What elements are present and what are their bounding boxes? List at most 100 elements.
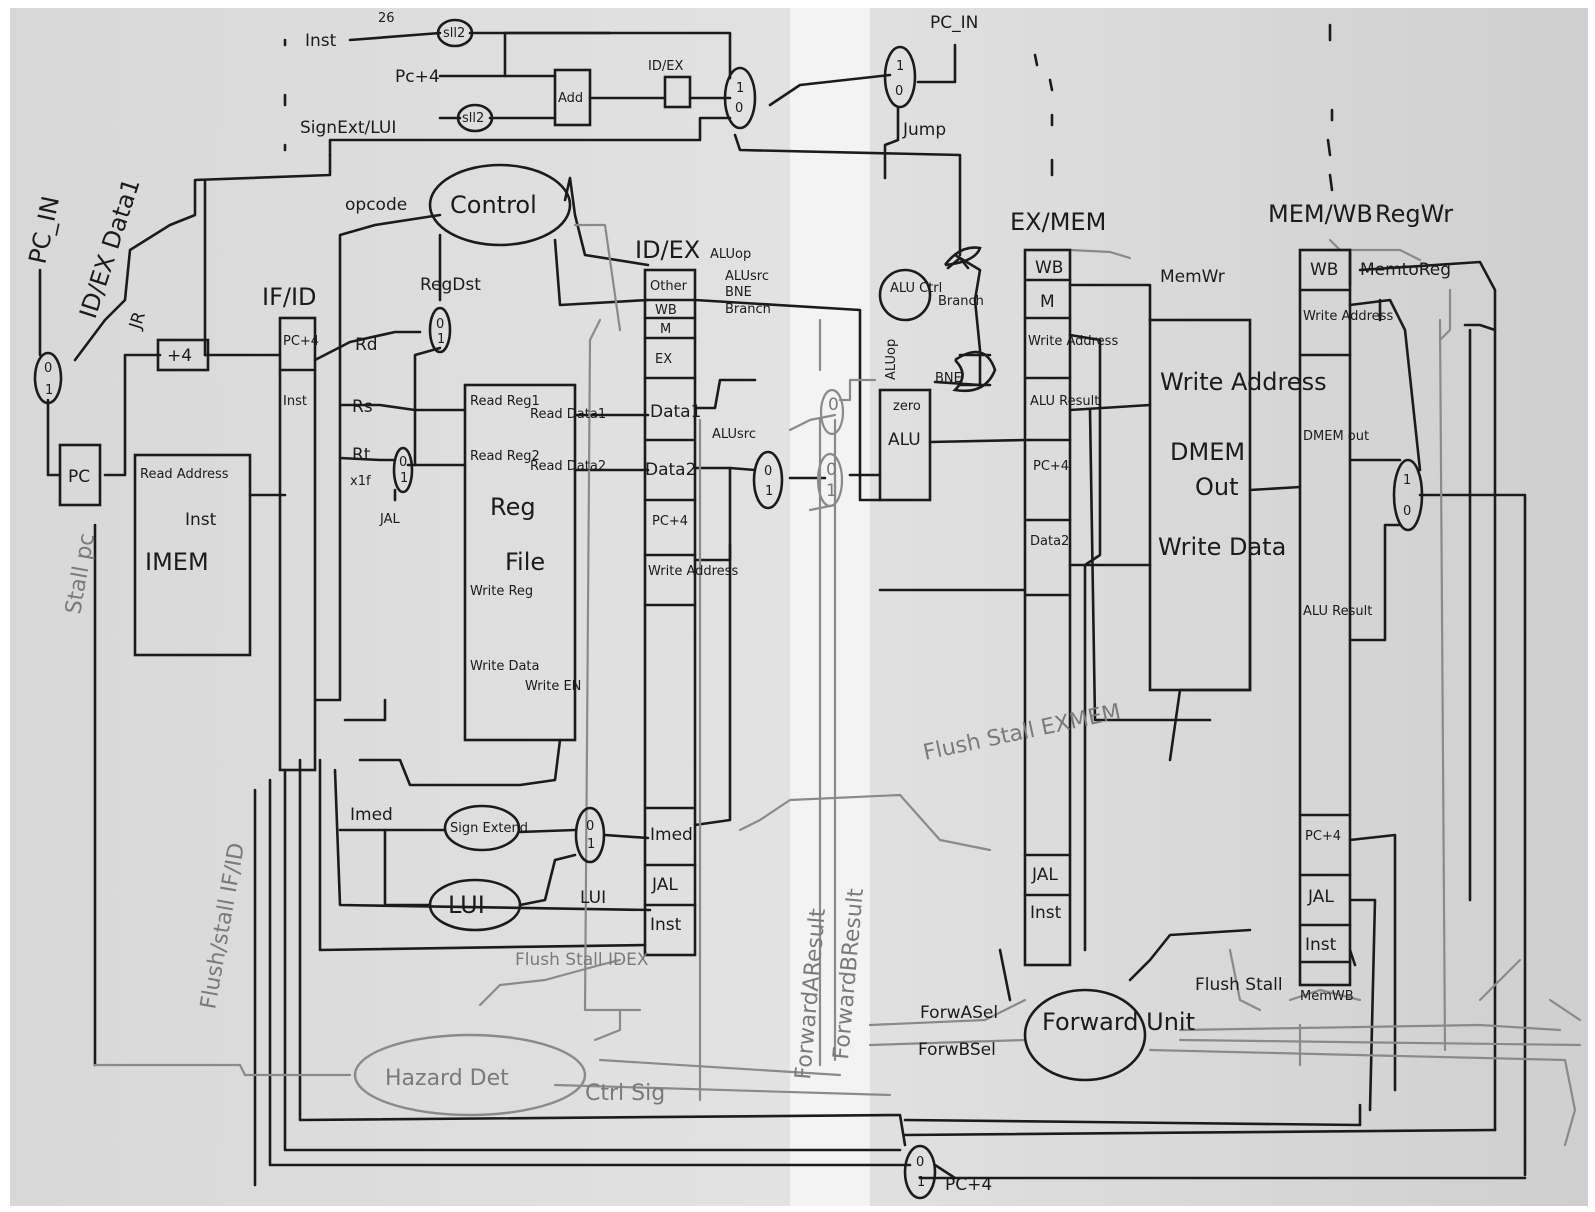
mux-jal-1: 1 <box>400 471 408 486</box>
label-dmem-out: Out <box>1195 473 1239 501</box>
label-pc-in-top: PC_IN <box>930 13 978 33</box>
label-bits-26: 26 <box>378 11 395 26</box>
label-ex-mem-data2: Data2 <box>1030 534 1069 549</box>
label-hazard-det: Hazard Det <box>385 1066 509 1091</box>
label-id-ex-wb: WB <box>655 303 677 318</box>
mux-jump-0: 0 <box>895 84 903 99</box>
label-mem-wb: MEM/WB <box>1268 200 1373 228</box>
label-id-ex-inst: Inst <box>650 915 682 935</box>
label-read-data1: Read Data1 <box>530 407 606 422</box>
mux-jal-0: 0 <box>399 455 407 470</box>
label-alusrc: ALUsrc <box>725 269 769 284</box>
mux-wb-0: 0 <box>1403 504 1411 519</box>
label-write-reg: Write Reg <box>470 584 533 599</box>
label-pc: PC <box>68 467 90 487</box>
label-if-id: IF/ID <box>262 283 317 311</box>
label-ex-mem: EX/MEM <box>1010 208 1106 236</box>
label-reg: Reg <box>490 493 536 521</box>
label-forward-unit: Forward Unit <box>1042 1008 1195 1036</box>
label-ctrl-sig: Ctrl Sig <box>585 1081 665 1106</box>
label-sign-extend: Sign Extend <box>450 821 528 836</box>
label-add: Add <box>558 91 583 106</box>
label-ex-mem-inst: Inst <box>1030 903 1062 923</box>
label-flush-stall-memwb: Flush Stall <box>1195 975 1283 995</box>
mux-fwd-a-0: 0 <box>828 395 839 415</box>
label-if-id-inst: Inst <box>283 394 307 409</box>
label-ex-mem-write-address: Write Address <box>1028 334 1118 349</box>
label-id-ex-imed: Imed <box>650 825 693 845</box>
label-ex-mem-wb: WB <box>1035 258 1063 278</box>
label-aluop: ALUop <box>710 247 751 262</box>
label-id-ex: ID/EX <box>635 236 700 264</box>
label-file: File <box>505 548 545 576</box>
label-dmem: DMEM <box>1170 438 1245 466</box>
mux-jump-1: 1 <box>896 59 904 74</box>
label-alusrc-mux: ALUsrc <box>712 427 756 442</box>
label-regdst: RegDst <box>420 275 481 295</box>
label-mem-wb-jal: JAL <box>1307 887 1334 907</box>
mux-wb-1: 1 <box>1403 473 1411 488</box>
label-sll2-b: sll2 <box>462 111 484 126</box>
label-ex-mem-m: M <box>1040 292 1055 312</box>
label-alu: ALU <box>888 430 921 450</box>
label-branch-gate: Branch <box>938 294 984 309</box>
label-inst-top: Inst <box>305 31 337 51</box>
label-alu-ctrl: ALU Ctrl <box>890 281 942 296</box>
label-jal-mux: JAL <box>379 512 400 527</box>
label-sll2-a: sll2 <box>443 26 465 41</box>
mux-alusrc-0: 0 <box>764 464 772 479</box>
label-id-ex-write-address: Write Address <box>648 564 738 579</box>
label-read-data2: Read Data2 <box>530 459 606 474</box>
label-regwr: RegWr <box>1375 200 1453 228</box>
label-mem-wb-dmem-out: DMEM out <box>1303 429 1369 444</box>
label-mem-wb-pc4: PC+4 <box>1305 829 1341 844</box>
label-rs: Rs <box>352 397 373 417</box>
label-id-ex-other: Other <box>650 279 688 294</box>
label-id-ex-top: ID/EX <box>648 59 683 74</box>
label-forward-b-sel: ForwBSel <box>918 1040 996 1060</box>
label-rt: Rt <box>352 445 371 465</box>
label-jump: Jump <box>902 120 946 140</box>
label-pc4-top: Pc+4 <box>395 67 440 87</box>
label-zero: zero <box>893 399 921 414</box>
label-mem-wb-wb: WB <box>1310 260 1338 280</box>
mux-alusrc-1: 1 <box>765 484 773 499</box>
label-imem-read-address: Read Address <box>140 467 229 482</box>
label-ex-mem-pc4: PC+4 <box>1033 459 1069 474</box>
label-dmem-write-data: Write Data <box>1158 533 1286 561</box>
label-mem-wb-write-address: Write Address <box>1303 309 1393 324</box>
label-id-ex-ex: EX <box>655 352 672 367</box>
label-id-ex-m: M <box>660 322 671 337</box>
label-ex-mem-alu-result: ALU Result <box>1030 394 1099 409</box>
label-bne-idex: BNE <box>725 285 752 300</box>
mux-lui-0: 0 <box>586 819 594 834</box>
mux-bottom-1: 1 <box>917 1175 925 1190</box>
mux-pc-1: 1 <box>45 383 53 398</box>
mux-bottom-0: 0 <box>916 1155 924 1170</box>
mux-pc-0: 0 <box>44 361 52 376</box>
label-ex-mem-jal: JAL <box>1031 865 1058 885</box>
label-plus4: +4 <box>167 346 192 366</box>
label-id-ex-data2: Data2 <box>645 460 696 480</box>
mux-top-1: 1 <box>736 81 744 96</box>
mux-fwd-b-1: 1 <box>826 481 837 501</box>
label-id-ex-jal: JAL <box>651 875 678 895</box>
label-pc4-bottom: PC+4 <box>945 1175 992 1195</box>
label-lui-mux: LUI <box>580 888 606 908</box>
label-write-data: Write Data <box>470 659 540 674</box>
label-forward-a-sel: ForwASel <box>920 1003 998 1023</box>
label-dmem-write-address: Write Address <box>1160 368 1327 396</box>
label-memwb-hazard: MemWB <box>1300 989 1354 1004</box>
label-sign-ext-lui: SignExt/LUI <box>300 118 396 138</box>
label-memtoreg: MemtoReg <box>1360 260 1451 280</box>
mux-lui-1: 1 <box>587 837 595 852</box>
label-aluop-vertical: ALUop <box>884 339 899 380</box>
label-control: Control <box>450 191 537 219</box>
label-mem-wb-alu-result: ALU Result <box>1303 604 1372 619</box>
label-flush-stall-idex: Flush Stall IDEX <box>515 950 649 970</box>
label-mem-wb-inst: Inst <box>1305 935 1337 955</box>
label-imem-inst: Inst <box>185 510 217 530</box>
label-rd: Rd <box>355 335 378 355</box>
label-id-ex-data1: Data1 <box>650 402 701 422</box>
